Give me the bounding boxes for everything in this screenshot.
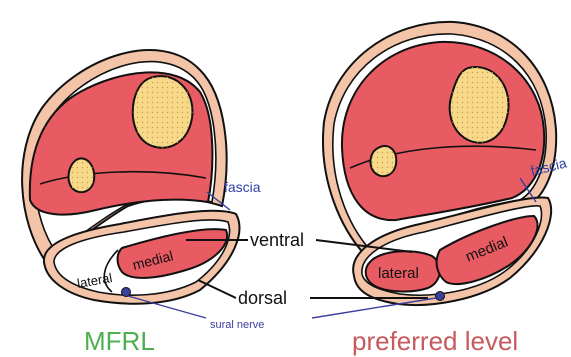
dorsal-leader-left — [198, 280, 236, 298]
right-cross-section — [323, 22, 556, 305]
lateral-label-right: lateral — [378, 265, 419, 282]
ventral-label: ventral — [250, 230, 304, 250]
sural-leader-right — [312, 298, 436, 318]
sural-nerve-label: sural nerve — [210, 319, 264, 331]
fascia-label-left: fascia — [224, 179, 261, 195]
dorsal-label: dorsal — [238, 288, 287, 308]
right-sural-nerve — [436, 292, 445, 301]
caption-right: preferred level — [352, 326, 518, 356]
caption-left: MFRL — [84, 326, 155, 356]
left-cross-section — [22, 50, 239, 304]
left-tibia-marrow — [133, 76, 193, 148]
left-sural-nerve — [122, 288, 131, 297]
